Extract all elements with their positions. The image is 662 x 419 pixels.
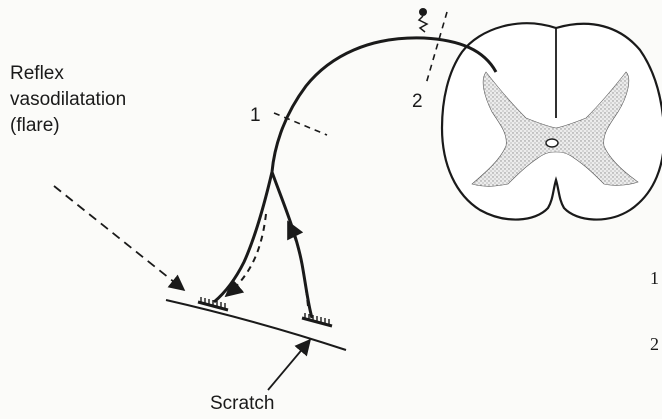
section-1-label: 1	[250, 104, 261, 128]
reflex-label-line-1: Reflex	[10, 62, 64, 86]
section-2-label: 2	[412, 90, 423, 114]
spinal-cord-outline	[442, 23, 662, 219]
scratch-leader-arrow	[268, 340, 310, 390]
skin-surface	[166, 300, 346, 350]
edge-number-1: 1	[650, 268, 659, 289]
orthodromic-impulse-arrow	[288, 222, 308, 306]
scratch-label: Scratch	[210, 392, 274, 416]
central-canal	[546, 139, 558, 147]
flare-leader-arrow	[54, 186, 184, 290]
section-line-2	[426, 12, 447, 84]
scratch-nerve-endings	[302, 313, 332, 326]
reflex-label-line-3: (flare)	[10, 114, 60, 138]
nerve-branch-to-flare	[214, 172, 272, 302]
spinal-cord-section	[442, 23, 662, 219]
nerve-branch-to-scratch	[272, 172, 312, 318]
reflex-label-line-2: vasodilatation	[10, 88, 126, 112]
edge-number-2: 2	[650, 334, 659, 355]
dorsal-root-ganglion	[419, 8, 427, 32]
